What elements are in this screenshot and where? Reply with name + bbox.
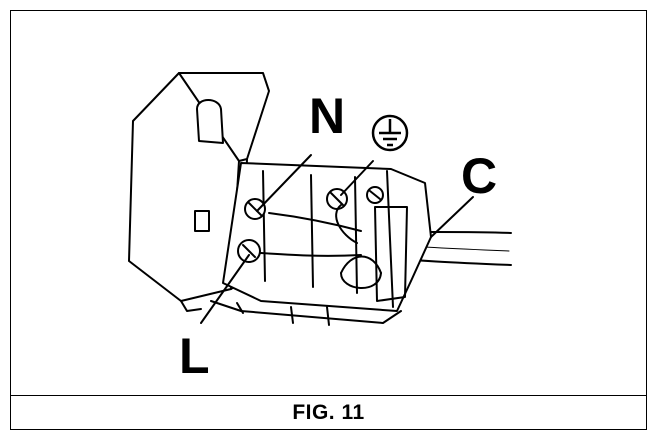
leader-line-n <box>256 154 312 212</box>
label-live: L <box>179 328 210 384</box>
caption-bar: FIG. 11 <box>11 395 646 429</box>
internal-wires <box>260 204 362 257</box>
leader-line-l <box>200 254 250 324</box>
earth-ground-icon <box>371 114 409 152</box>
leader-line-earth <box>340 160 374 196</box>
figure-frame: N C L FIG. 11 <box>10 10 647 430</box>
plug-wiring-illustration <box>128 72 512 326</box>
figure-caption: FIG. 11 <box>292 400 365 424</box>
leader-line-c <box>430 196 474 238</box>
label-neutral: N <box>309 88 346 144</box>
plug-cover <box>128 72 270 312</box>
label-cable: C <box>461 148 498 204</box>
